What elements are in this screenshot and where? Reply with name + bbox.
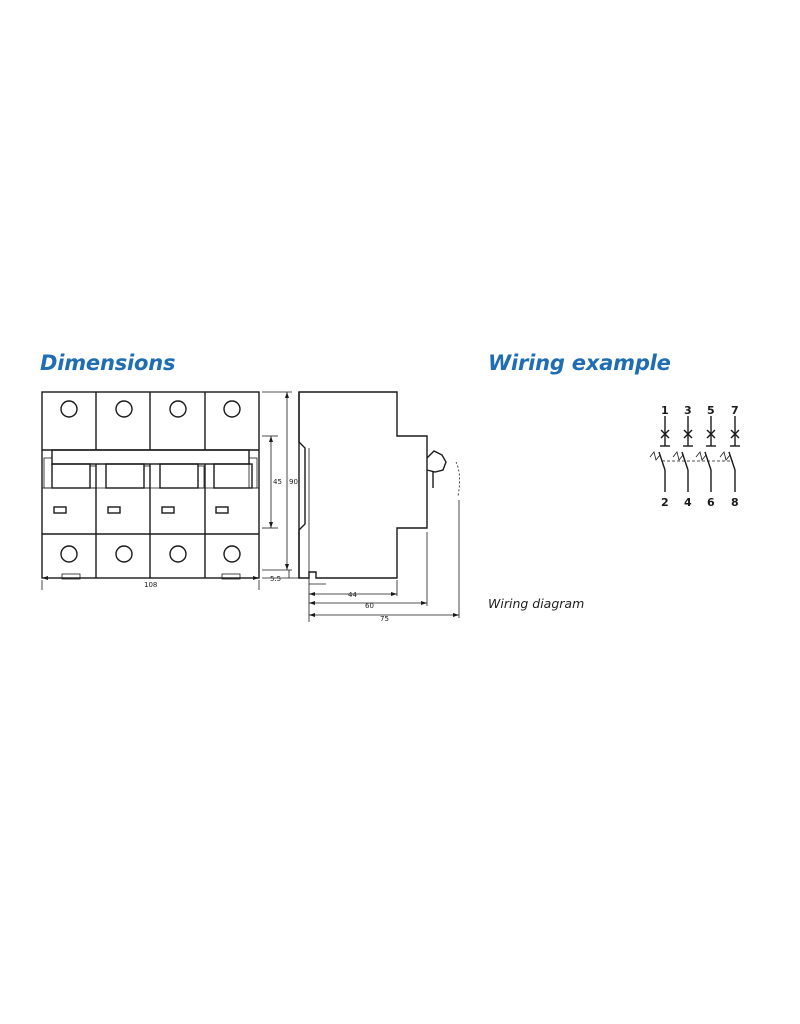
wiring-diagram-caption: Wiring diagram xyxy=(488,596,585,611)
terminal-label-bottom: 4 xyxy=(684,496,692,509)
side-view-drawing xyxy=(298,391,460,579)
terminal-label-top: 3 xyxy=(684,404,692,417)
terminal-label-top: 1 xyxy=(661,404,669,417)
wiring-example-heading: Wiring example xyxy=(488,351,671,375)
wiring-diagram xyxy=(649,416,740,492)
terminal-label-bottom: 6 xyxy=(707,496,715,509)
front-view-drawing xyxy=(41,391,260,580)
terminal-label-top: 5 xyxy=(707,404,715,417)
terminal-label-bottom: 2 xyxy=(661,496,669,509)
front-view-dimensions xyxy=(41,391,300,590)
side-view-dimensions xyxy=(308,500,460,622)
dim-label-depth-44: 44 xyxy=(348,591,357,599)
dim-label-height-outer: 90 xyxy=(289,478,298,486)
terminal-label-bottom: 8 xyxy=(731,496,739,509)
dim-label-depth-75: 75 xyxy=(380,615,389,623)
dim-label-rail-offset: 5.5 xyxy=(270,575,281,583)
dimensions-heading: Dimensions xyxy=(40,351,176,375)
terminal-label-top: 7 xyxy=(731,404,739,417)
dim-label-height-inner: 45 xyxy=(273,478,282,486)
dim-label-depth-60: 60 xyxy=(365,602,374,610)
dim-label-width: 108 xyxy=(144,581,157,589)
